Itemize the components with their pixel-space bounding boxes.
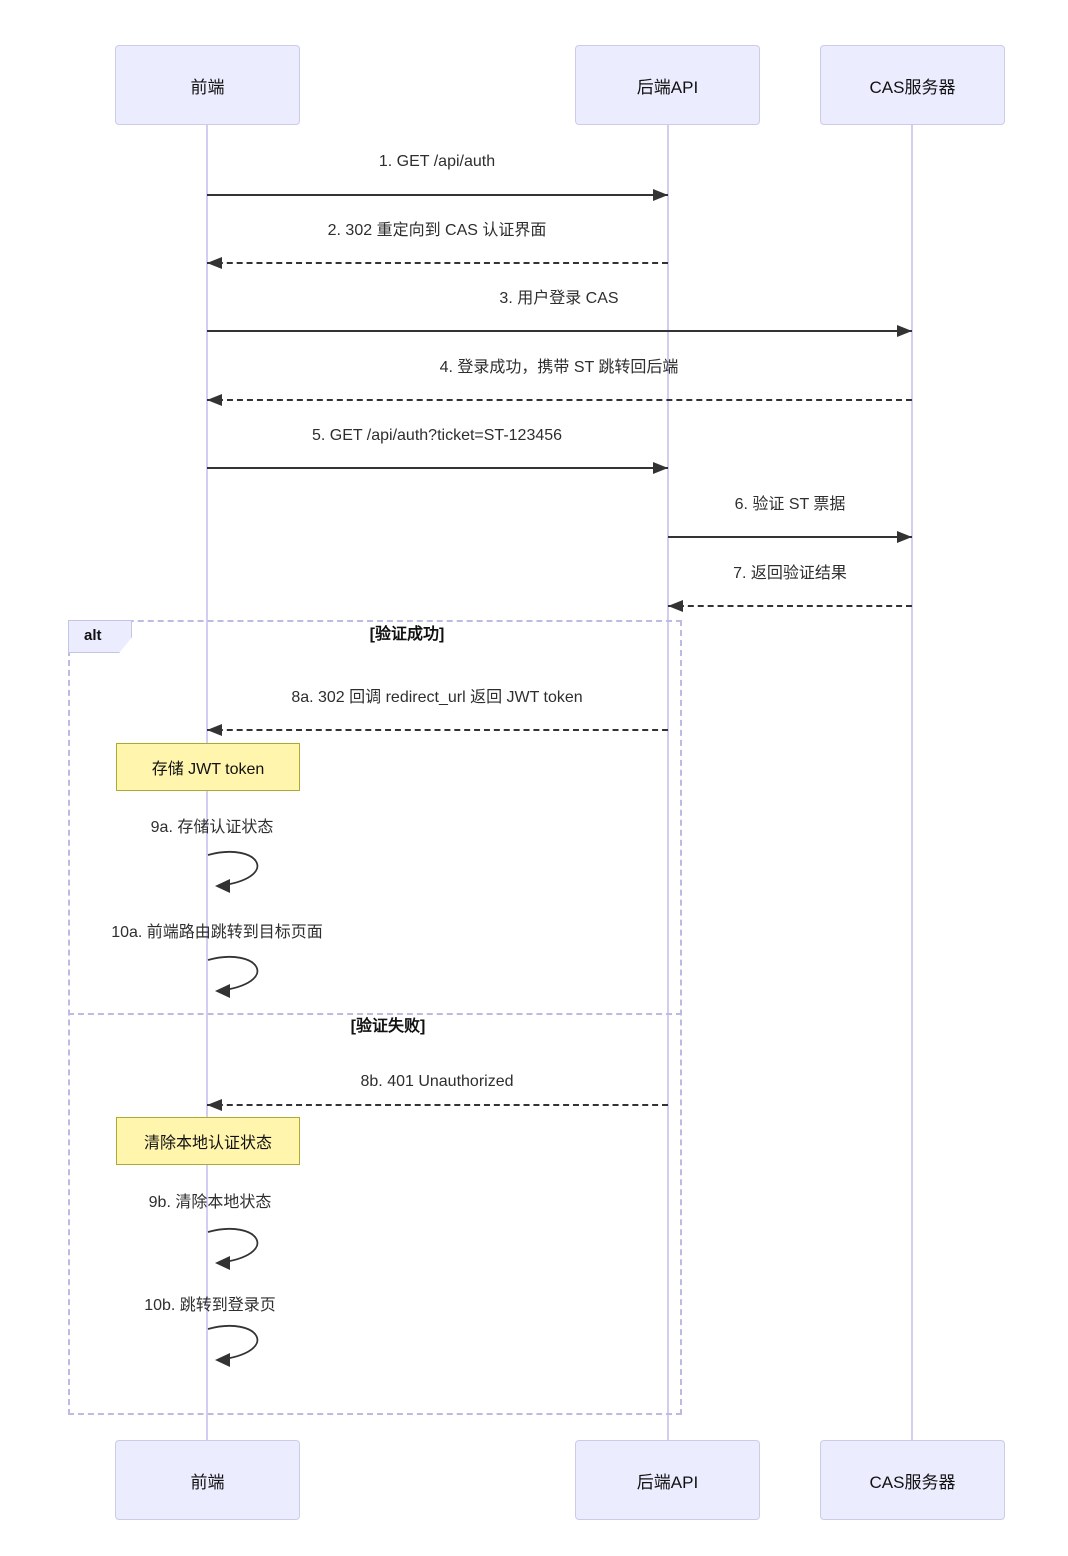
actor-frontend-top: 前端 [115,45,300,125]
message-9b-label: 9b. 清除本地状态 [148,1194,272,1211]
note-clear-auth: 清除本地认证状态 [116,1117,300,1165]
actor-label: 前端 [190,1472,225,1492]
message-1-arrow [207,189,668,201]
message-6-label: 6. 验证 ST 票据 [734,496,846,513]
alt-frame [68,620,682,1415]
self-loop-arrow [207,850,259,893]
message-4-arrow [207,394,912,406]
lifeline-backend-api [667,125,669,1440]
actor-backend-api-bottom: 后端API [575,1440,760,1520]
actor-label: 前端 [190,77,225,97]
self-loop-arrow [207,955,259,998]
arrowhead-left-icon [207,257,222,269]
arrowhead-right-icon [897,531,912,543]
self-loop-arrow [207,1324,259,1367]
message-2-label: 2. 302 重定向到 CAS 认证界面 [327,222,547,239]
arrowhead-right-icon [653,462,668,474]
alt-else-divider [68,1013,682,1015]
alt-condition-fail: [验证失败] [350,1018,426,1035]
message-10a-label: 10a. 前端路由跳转到目标页面 [111,924,323,941]
message-2-arrow [207,257,668,269]
message-1-label: 1. GET /api/auth [378,153,496,170]
actor-label: 后端API [636,77,699,97]
actor-label: 后端API [636,1472,699,1492]
alt-label: alt [68,620,132,653]
actor-frontend-bottom: 前端 [115,1440,300,1520]
message-10b-label: 10b. 跳转到登录页 [144,1297,276,1314]
actor-cas-server-bottom: CAS服务器 [820,1440,1005,1520]
arrowhead-left-icon [668,600,683,612]
message-3-label: 3. 用户登录 CAS [499,290,619,307]
message-8a-label: 8a. 302 回调 redirect_url 返回 JWT token [291,689,583,706]
arrowhead-left-icon [207,724,222,736]
actor-backend-api-top: 后端API [575,45,760,125]
alt-condition-success: [验证成功] [369,626,445,643]
message-3-arrow [207,325,912,337]
arrowhead-left-icon [207,1099,222,1111]
arrowhead-right-icon [897,325,912,337]
lifeline-cas-server [911,125,913,1440]
message-6-arrow [668,531,912,543]
actor-label: CAS服务器 [869,77,956,97]
message-8b-label: 8b. 401 Unauthorized [360,1073,514,1090]
self-loop-arrow [207,1227,259,1270]
actor-cas-server-top: CAS服务器 [820,45,1005,125]
message-7-label: 7. 返回验证结果 [733,565,847,582]
arrowhead-right-icon [653,189,668,201]
note-store-jwt: 存储 JWT token [116,743,300,791]
message-8a-arrow [207,724,668,736]
arrowhead-left-icon [207,394,222,406]
message-9a-label: 9a. 存储认证状态 [150,819,274,836]
actor-label: CAS服务器 [869,1472,956,1492]
message-4-label: 4. 登录成功，携带 ST 跳转回后端 [439,359,679,376]
message-7-arrow [668,600,912,612]
message-5-label: 5. GET /api/auth?ticket=ST-123456 [311,427,563,444]
message-8b-arrow [207,1099,668,1111]
message-5-arrow [207,462,668,474]
